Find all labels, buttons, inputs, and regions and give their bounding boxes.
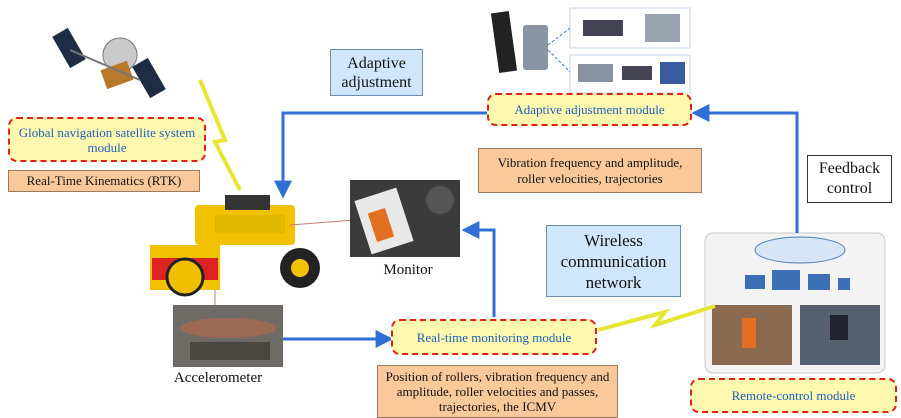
arrow-monitoring-to-monitor: [461, 221, 496, 317]
adaptive-components-image: [490, 7, 691, 94]
arrow-remote-to-adaptive: [691, 104, 799, 233]
remote-control-image: [704, 232, 886, 374]
feedback-control-text: Feedback control: [818, 160, 881, 197]
accelerometer-image: [173, 305, 283, 367]
gnss-module: Global navigation satellite system modul…: [8, 117, 206, 162]
vibration-note-text: Vibration frequency and amplitude, rolle…: [497, 154, 683, 186]
wireless-signal-bolt: [597, 304, 716, 332]
position-note: Position of rollers, vibration frequency…: [377, 365, 618, 418]
remote-control-module: Remote-control module: [690, 378, 897, 413]
vibration-note: Vibration frequency and amplitude, rolle…: [478, 148, 702, 193]
monitoring-module-label: Real-time monitoring module: [416, 329, 572, 345]
rtk-note-text: Real-Time Kinematics (RTK): [26, 173, 182, 188]
adaptive-adjustment-text: Adaptive adjustment: [341, 54, 412, 91]
wireless-network-text: Wireless communication network: [560, 230, 667, 292]
adaptive-adjustment-module: Adaptive adjustment module: [487, 93, 692, 126]
monitor-caption: Monitor: [383, 262, 433, 278]
accelerometer-caption: Accelerometer: [173, 370, 263, 386]
gnss-signal-bolt: [198, 79, 242, 191]
arrow-adaptive-to-roller: [274, 111, 487, 199]
feedback-control-label: Feedback control: [807, 155, 892, 203]
adaptive-adjustment-label: Adaptive adjustment: [330, 49, 423, 96]
wireless-network-label: Wireless communication network: [546, 225, 681, 297]
monitor-image: [350, 180, 460, 257]
real-time-monitoring-module: Real-time monitoring module: [391, 319, 597, 355]
remote-module-label: Remote-control module: [731, 388, 856, 403]
rtk-note: Real-Time Kinematics (RTK): [8, 170, 200, 192]
position-note-text: Position of rollers, vibration frequency…: [385, 369, 610, 414]
gnss-module-label: Global navigation satellite system modul…: [18, 124, 196, 155]
roller-image: [150, 195, 356, 320]
satellite-image: [52, 27, 166, 99]
adaptive-module-label: Adaptive adjustment module: [514, 102, 665, 117]
